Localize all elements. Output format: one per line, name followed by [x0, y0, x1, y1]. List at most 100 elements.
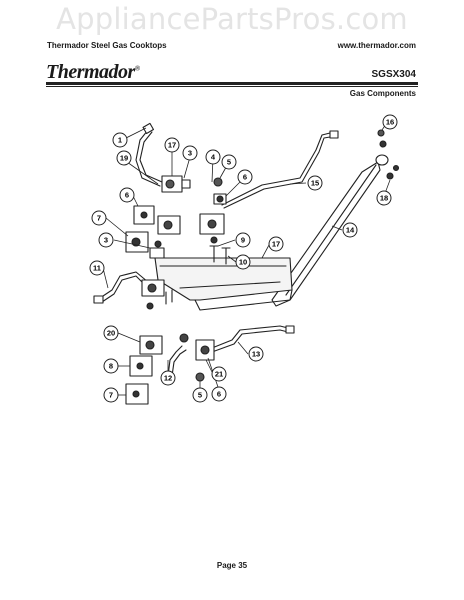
- callout-label: 4: [211, 153, 216, 162]
- callout-label: 7: [97, 214, 101, 223]
- callout-circle: [192, 387, 208, 403]
- callout-label: 17: [168, 141, 176, 150]
- brand-logo: Thermador®: [46, 61, 140, 84]
- callout-circle: [103, 325, 119, 341]
- callout-label: 15: [311, 179, 319, 188]
- callout-label: 19: [120, 154, 128, 163]
- callout-circle: [103, 358, 119, 374]
- brand-name: Thermador: [46, 61, 135, 83]
- callout-label: 11: [93, 264, 101, 273]
- callout-circle: [116, 150, 132, 166]
- gas-tube-12: [167, 345, 183, 377]
- callout-label: 6: [217, 390, 221, 399]
- callout-label: 20: [107, 329, 115, 338]
- callout-label: 18: [380, 194, 388, 203]
- callout-4: 4: [205, 149, 221, 165]
- website-url: www.thermador.com: [337, 41, 416, 50]
- callout-label: 6: [125, 191, 129, 200]
- callout-label: 10: [239, 258, 247, 267]
- callout-circle: [182, 145, 198, 161]
- callout-16: 16: [382, 114, 398, 130]
- callout-10: 10: [235, 254, 251, 270]
- callout-18: 18: [376, 190, 392, 206]
- callout-label: 7: [109, 391, 113, 400]
- page-number: Page 35: [216, 561, 248, 570]
- watermark: AppliancePartsPros.com: [56, 2, 408, 36]
- callout-circle: [382, 114, 398, 130]
- callout-7: 7: [103, 387, 119, 403]
- part-18: [392, 164, 400, 172]
- callout-circle: [268, 236, 284, 252]
- callout-circle: [248, 346, 264, 362]
- callout-circle: [211, 386, 227, 402]
- callout-label: 9: [241, 236, 245, 245]
- base-plate: [154, 257, 293, 301]
- callout-label: 8: [109, 362, 113, 371]
- callout-circle: [307, 175, 323, 191]
- callout-circle: [164, 137, 180, 153]
- callout-label: 1: [118, 136, 122, 145]
- callout-19: 19: [116, 150, 132, 166]
- callout-8: 8: [103, 358, 119, 374]
- callout-17: 17: [164, 137, 180, 153]
- callout-5: 5: [192, 387, 208, 403]
- header-rule-thin: [46, 86, 418, 87]
- callout-circle: [237, 169, 253, 185]
- nut-5-lower: [195, 372, 205, 382]
- callout-11: 11: [89, 260, 105, 276]
- callout-12: 12: [160, 370, 176, 386]
- callout-circle: [205, 149, 221, 165]
- callout-circle: [119, 187, 135, 203]
- callout-1: 1: [112, 132, 128, 148]
- callout-6: 6: [211, 386, 227, 402]
- gas-tube-1: [135, 129, 161, 187]
- callout-circle: [89, 260, 105, 276]
- callout-3: 3: [182, 145, 198, 161]
- callout-6: 6: [237, 169, 253, 185]
- callout-label: 12: [164, 374, 172, 383]
- section-title: Gas Components: [349, 89, 416, 98]
- callout-label: 3: [188, 149, 192, 158]
- screw-10: [221, 247, 231, 265]
- callout-9: 9: [235, 232, 251, 248]
- gas-tube-15: [221, 132, 331, 206]
- callout-5: 5: [221, 154, 237, 170]
- callout-circle: [91, 210, 107, 226]
- callout-17: 17: [268, 236, 284, 252]
- callout-label: 21: [215, 370, 223, 379]
- callout-circle: [211, 366, 227, 382]
- callout-15: 15: [307, 175, 323, 191]
- callout-label: 14: [346, 226, 355, 235]
- callout-circle: [103, 387, 119, 403]
- callout-circle: [112, 132, 128, 148]
- callout-21: 21: [211, 366, 227, 382]
- callout-label: 5: [227, 158, 231, 167]
- callout-circle: [376, 190, 392, 206]
- callout-20: 20: [103, 325, 119, 341]
- callout-circle: [235, 254, 251, 270]
- nut-5: [213, 177, 223, 187]
- callout-circle: [235, 232, 251, 248]
- gas-tube-13: [211, 325, 289, 349]
- callout-14: 14: [342, 222, 358, 238]
- callout-13: 13: [248, 346, 264, 362]
- callout-label: 13: [252, 350, 260, 359]
- header-rule: [46, 82, 418, 85]
- callout-circle: [160, 370, 176, 386]
- callout-label: 17: [272, 240, 280, 249]
- callout-3: 3: [98, 232, 114, 248]
- callout-circle: [221, 154, 237, 170]
- callout-6: 6: [119, 187, 135, 203]
- gas-tube-11: [99, 271, 149, 299]
- callout-label: 5: [198, 391, 202, 400]
- part-16-nut: [377, 129, 385, 137]
- callout-7: 7: [91, 210, 107, 226]
- model-number: SGSX304: [371, 69, 416, 80]
- callout-label: 16: [386, 118, 394, 127]
- callout-circle: [98, 232, 114, 248]
- callout-label: 3: [104, 236, 108, 245]
- registered-mark: ®: [134, 64, 140, 73]
- callout-circle: [342, 222, 358, 238]
